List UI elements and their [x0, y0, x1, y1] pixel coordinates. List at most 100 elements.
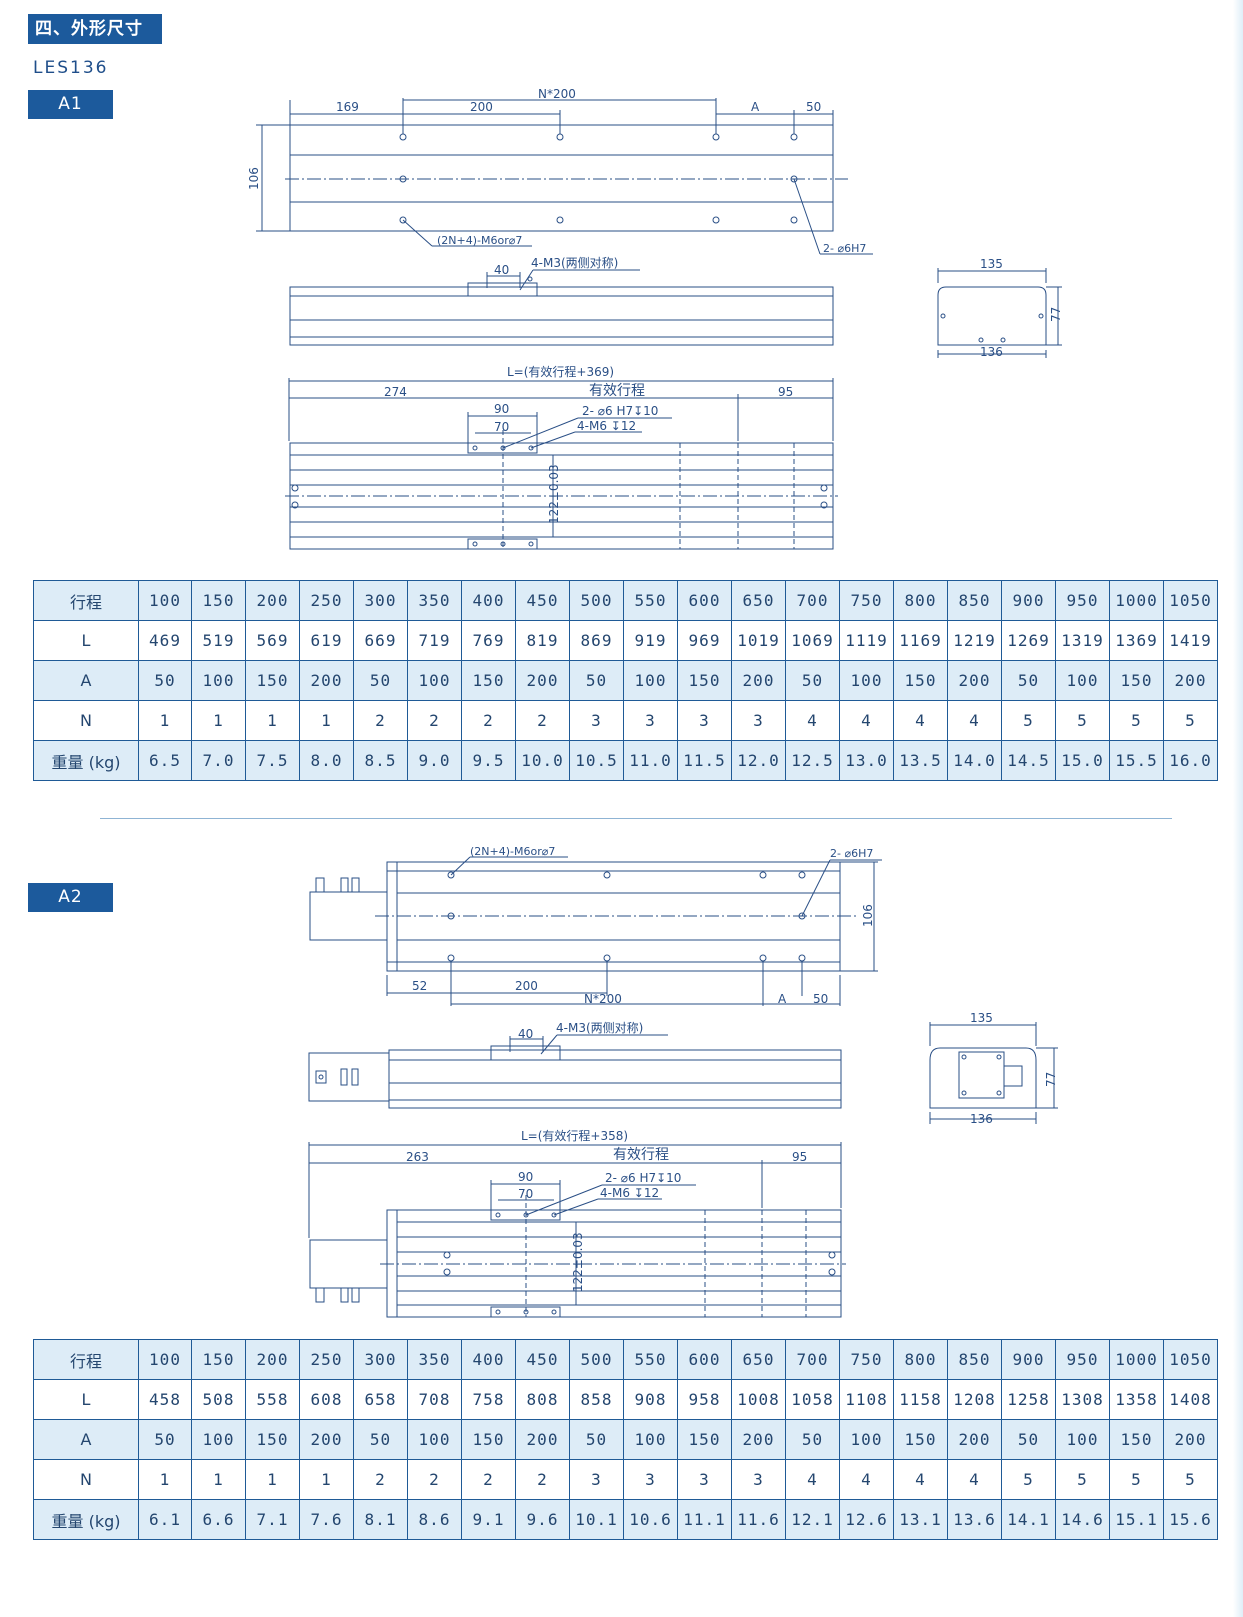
- a2-table-cell: 9.1: [461, 1499, 516, 1540]
- a1-table-row-label: N: [33, 700, 139, 741]
- a1-table-cell: 400: [461, 580, 516, 621]
- a1-table-cell: 14.5: [1001, 740, 1056, 781]
- a1-table-cell: 1169: [893, 620, 948, 661]
- a2-dim-a: A: [778, 992, 787, 1006]
- a1-table-cell: 100: [623, 660, 678, 701]
- a1-table-cell: 819: [515, 620, 570, 661]
- a2-table-cell: 4: [893, 1459, 948, 1500]
- a1-table-cell: 1: [138, 700, 192, 741]
- a1-side-dim-40: 40: [494, 263, 509, 277]
- a2-table-cell: 200: [515, 1419, 570, 1460]
- a1-table-row-label: L: [33, 620, 139, 661]
- a2-table-cell: 850: [947, 1339, 1002, 1380]
- a1-table-cell: 869: [569, 620, 624, 661]
- a2-table-cell: 200: [299, 1419, 354, 1460]
- a2-table-cell: 1358: [1109, 1379, 1164, 1420]
- a2-table-cell: 4: [947, 1459, 1002, 1500]
- a1-table-cell: 1119: [839, 620, 894, 661]
- a1-table-cell: 50: [569, 660, 624, 701]
- a2-bottom-dim-263: 263: [406, 1150, 429, 1164]
- a2-table-cell: 450: [515, 1339, 570, 1380]
- a1-bottom-view: [285, 378, 838, 550]
- a1-table-cell: 14.0: [947, 740, 1002, 781]
- a2-table-cell: 1008: [731, 1379, 786, 1420]
- a2-table-cell: 100: [623, 1419, 678, 1460]
- a2-table-cell: 700: [785, 1339, 840, 1380]
- a1-table-cell: 100: [839, 660, 894, 701]
- a2-table-cell: 900: [1001, 1339, 1056, 1380]
- a2-table-cell: 858: [569, 1379, 624, 1420]
- a2-table-cell: 1: [299, 1459, 354, 1500]
- a1-table-cell: 11.0: [623, 740, 678, 781]
- a2-table-cell: 8.6: [407, 1499, 462, 1540]
- a1-table-cell: 150: [893, 660, 948, 701]
- a2-table-cell: 150: [191, 1339, 246, 1380]
- a1-table-cell: 50: [1001, 660, 1056, 701]
- a1-table-cell: 1: [191, 700, 246, 741]
- a2-table-cell: 250: [299, 1339, 354, 1380]
- a1-table-cell: 15.5: [1109, 740, 1164, 781]
- a2-bottom-stroke: 有效行程: [613, 1147, 669, 1163]
- a1-table-row-label: 重量 (kg): [33, 740, 139, 781]
- a1-table-cell: 519: [191, 620, 246, 661]
- a1-top-view: [256, 98, 873, 255]
- a2-table-cell: 100: [138, 1339, 192, 1380]
- a1-table-cell: 1000: [1109, 580, 1164, 621]
- a1-table-cell: 15.0: [1055, 740, 1110, 781]
- a2-table-cell: 400: [461, 1339, 516, 1380]
- a2-table-cell: 5: [1109, 1459, 1164, 1500]
- a1-table-cell: 650: [731, 580, 786, 621]
- a2-table-cell: 5: [1001, 1459, 1056, 1500]
- a2-table-cell: 12.1: [785, 1499, 840, 1540]
- a1-table-cell: 750: [839, 580, 894, 621]
- a2-L-label: L=(有效行程+358): [521, 1128, 628, 1143]
- a2-table-cell: 600: [677, 1339, 732, 1380]
- a2-table-cell: 2: [353, 1459, 408, 1500]
- a2-table-cell: 500: [569, 1339, 624, 1380]
- a1-side-note-m3: 4-M3(两侧对称): [531, 256, 618, 270]
- a2-table-cell: 6.1: [138, 1499, 192, 1540]
- a2-bottom-pin-note: 2- ⌀6 H7↧10: [605, 1171, 681, 1185]
- a1-table-cell: 3: [569, 700, 624, 741]
- a2-dim-n200: N*200: [584, 992, 622, 1006]
- a2-table-cell: 5: [1163, 1459, 1218, 1500]
- a1-bottom-dim-95: 95: [778, 385, 793, 399]
- a1-table-cell: 200: [947, 660, 1002, 701]
- a2-table-cell: 14.6: [1055, 1499, 1110, 1540]
- a1-table-cell: 7.0: [191, 740, 246, 781]
- a2-table-cell: 2: [515, 1459, 570, 1500]
- a2-table-cell: 100: [839, 1419, 894, 1460]
- a2-table-cell: 350: [407, 1339, 462, 1380]
- a1-table-cell: 4: [785, 700, 840, 741]
- a2-table-cell: 1: [245, 1459, 300, 1500]
- a2-table-cell: 1158: [893, 1379, 948, 1420]
- a1-bottom-tol: 122±0.03: [547, 464, 561, 524]
- a1-table-cell: 1369: [1109, 620, 1164, 661]
- a1-table-cell: 3: [623, 700, 678, 741]
- a2-table-cell: 650: [731, 1339, 786, 1380]
- a2-table-row-label: 行程: [33, 1339, 139, 1380]
- a2-table-cell: 11.1: [677, 1499, 732, 1540]
- a1-table-cell: 5: [1001, 700, 1056, 741]
- a2-table-cell: 558: [245, 1379, 300, 1420]
- a1-table-cell: 4: [893, 700, 948, 741]
- a2-table-cell: 1050: [1163, 1339, 1218, 1380]
- a1-dim-n200: N*200: [538, 87, 576, 101]
- a1-table-cell: 150: [677, 660, 732, 701]
- a2-table-cell: 7.6: [299, 1499, 354, 1540]
- a2-top-view: [309, 856, 882, 1006]
- a1-side-view: [289, 269, 834, 346]
- model-label: LES136: [33, 58, 109, 78]
- a1-dim-a: A: [751, 100, 760, 114]
- a1-table-cell: 1: [299, 700, 354, 741]
- a2-side-note-m3: 4-M3(两侧对称): [556, 1021, 643, 1035]
- a1-bottom-m6-note: 4-M6 ↧12: [577, 419, 636, 433]
- a2-table-cell: 9.6: [515, 1499, 570, 1540]
- a2-table-cell: 100: [191, 1419, 246, 1460]
